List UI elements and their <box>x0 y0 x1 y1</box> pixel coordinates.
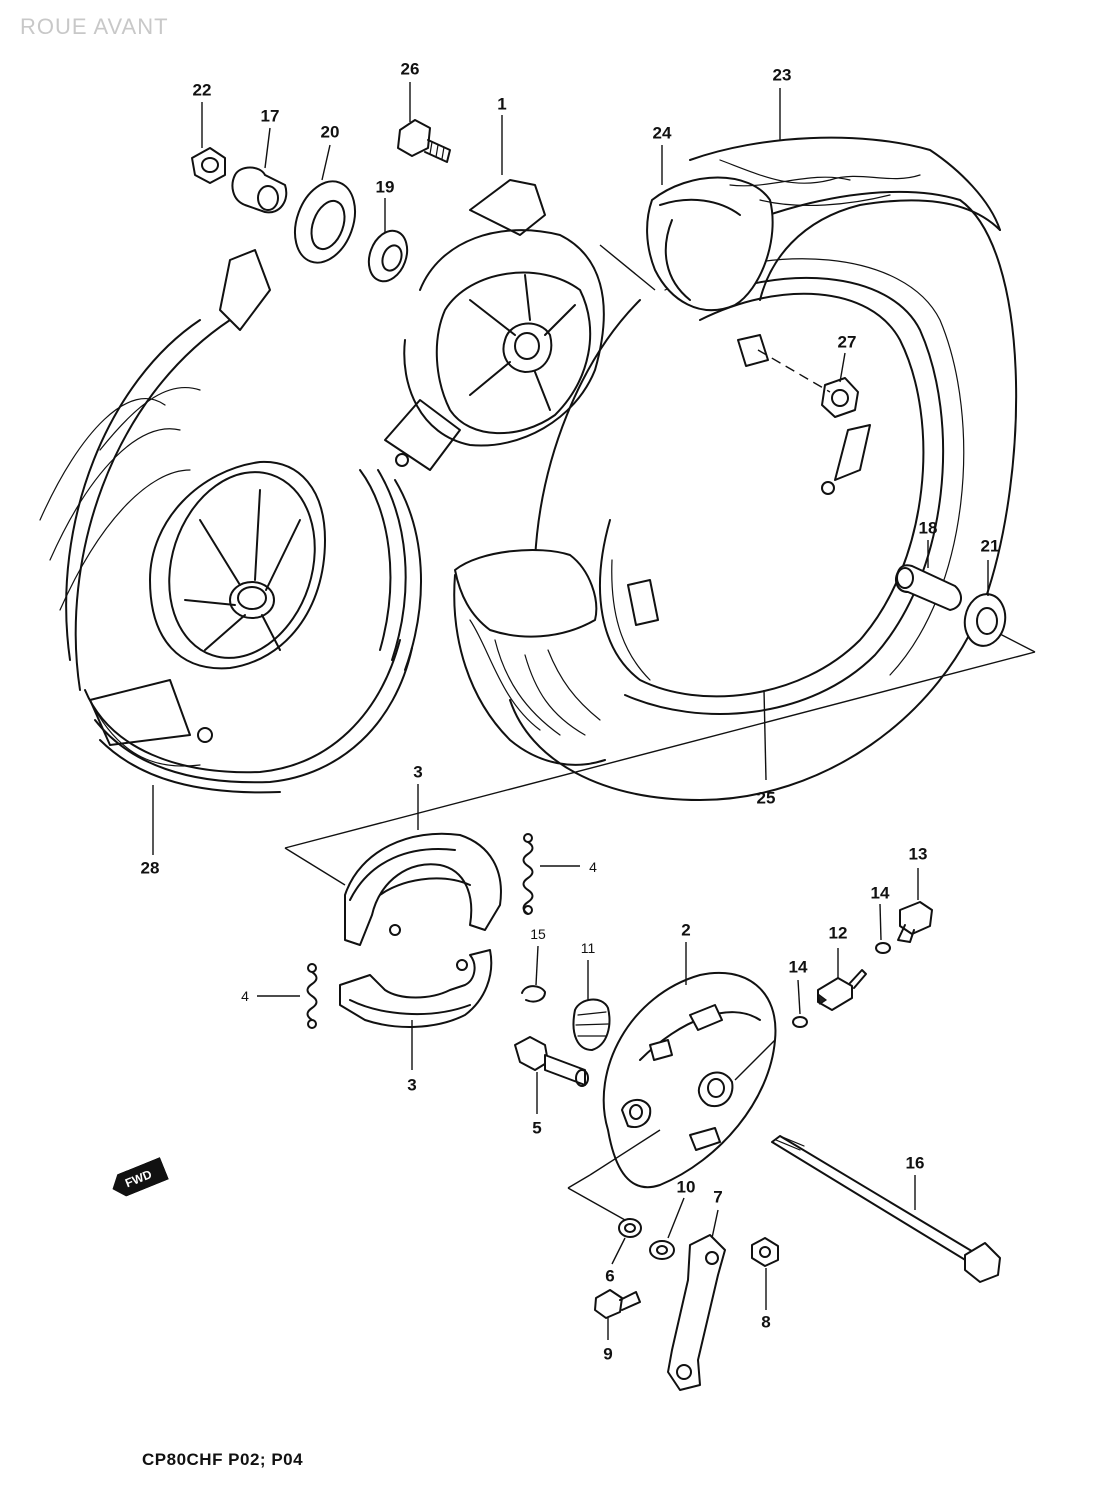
callout-14-upper: 14 <box>870 883 890 903</box>
callout-10: 10 <box>676 1177 696 1197</box>
brake-panel-part-2 <box>602 971 777 1189</box>
callout-9: 9 <box>603 1344 613 1364</box>
callout-7: 7 <box>713 1187 723 1207</box>
bolt-part-9 <box>594 1289 641 1319</box>
callout-16: 16 <box>905 1153 925 1173</box>
washer-part-6 <box>618 1218 642 1238</box>
callout-4-upper: 4 <box>589 859 597 875</box>
nut-part-27 <box>821 377 859 418</box>
washer-part-14a <box>875 942 891 954</box>
diagram-title: ROUE AVANT <box>20 14 169 39</box>
callout-24: 24 <box>652 123 672 143</box>
callout-3-lower: 3 <box>407 1075 417 1095</box>
tube-part-24 <box>646 176 774 311</box>
bearing-part-19 <box>367 229 409 283</box>
callout-8: 8 <box>761 1312 771 1332</box>
nut-part-22 <box>191 147 226 184</box>
fitting-part-13 <box>897 901 933 943</box>
spacer-part-18 <box>895 564 962 611</box>
callout-23: 23 <box>772 65 792 85</box>
callout-17: 17 <box>260 106 280 126</box>
callout-12: 12 <box>828 923 848 943</box>
callout-18: 18 <box>918 518 938 538</box>
spring-lower-part-4 <box>306 963 318 1029</box>
callout-20: 20 <box>320 122 340 142</box>
callout-22: 22 <box>192 80 212 100</box>
nut-part-8 <box>751 1237 779 1267</box>
callout-1: 1 <box>497 94 507 114</box>
oil-seal-part-20 <box>294 180 356 264</box>
clip-part-15 <box>521 985 546 1003</box>
model-code-label: CP80CHF P02; P04 <box>142 1450 304 1469</box>
callout-14-lower: 14 <box>788 957 808 977</box>
callout-5: 5 <box>532 1118 542 1138</box>
callout-2: 2 <box>681 920 691 940</box>
washer-part-10 <box>649 1240 675 1260</box>
callout-13: 13 <box>908 844 928 864</box>
bolt-part-26 <box>397 119 451 163</box>
cam-part-5 <box>514 1036 589 1087</box>
callout-11: 11 <box>580 940 596 956</box>
gear-part-11 <box>572 998 611 1051</box>
callout-6: 6 <box>605 1266 615 1286</box>
brake-shoe-lower-part-3 <box>339 949 493 1028</box>
callout-26: 26 <box>400 59 420 79</box>
callout-28: 28 <box>140 858 160 878</box>
callout-3-upper: 3 <box>413 762 423 782</box>
hub-part-1 <box>384 179 605 471</box>
leader-lines <box>152 82 1036 1340</box>
callout-19: 19 <box>375 177 395 197</box>
callout-27: 27 <box>837 332 857 352</box>
callout-25: 25 <box>756 788 776 808</box>
callout-4-lower: 4 <box>241 988 249 1004</box>
sensor-part-12 <box>817 969 867 1011</box>
callout-21: 21 <box>980 536 1000 556</box>
spacer-part-17 <box>231 166 288 214</box>
spring-upper-part-4 <box>522 833 534 915</box>
tread-part-23 <box>689 136 1001 301</box>
arm-part-7 <box>667 1234 726 1391</box>
wheel-part-28 <box>39 249 422 794</box>
bearing-part-21 <box>963 593 1007 647</box>
callout-15: 15 <box>530 926 546 942</box>
axle-part-16 <box>771 1135 1001 1283</box>
tire-part-25 <box>453 190 1018 801</box>
washer-part-14b <box>792 1016 808 1028</box>
brake-shoe-upper-part-3 <box>344 832 502 946</box>
